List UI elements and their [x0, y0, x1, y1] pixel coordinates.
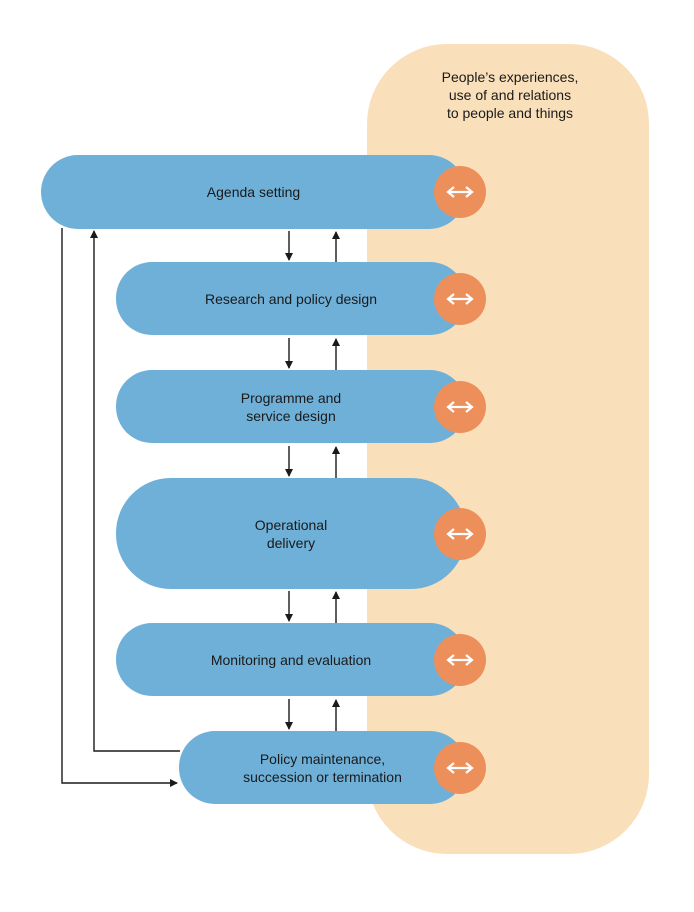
stage-monitoring-evaluation: Monitoring and evaluation: [116, 623, 466, 696]
stage-agenda-setting: Agenda setting: [41, 155, 466, 229]
double-headed-arrow-icon: [446, 762, 474, 774]
exchange-icon-programme-service-design: [434, 381, 486, 433]
exchange-icon-agenda-setting: [434, 166, 486, 218]
feedback-arrow-maintenance-to-agenda: [90, 230, 180, 752]
exchange-icon-operational-delivery: [434, 508, 486, 560]
stage-label-research-policy-design: Research and policy design: [205, 290, 377, 307]
double-headed-arrow-icon: [446, 401, 474, 413]
double-headed-arrow-icon: [446, 528, 474, 540]
stage-label-programme-service-design: Programme and service design: [240, 389, 342, 424]
stage-label-monitoring-evaluation: Monitoring and evaluation: [210, 651, 372, 668]
exchange-icon-monitoring-evaluation: [434, 634, 486, 686]
exchange-icon-policy-maintenance: [434, 742, 486, 794]
double-headed-arrow-icon: [446, 293, 474, 305]
stage-label-operational-delivery: Operational delivery: [254, 516, 328, 551]
exchange-icon-research-policy-design: [434, 273, 486, 325]
double-headed-arrow-icon: [446, 186, 474, 198]
stage-programme-service-design: Programme and service design: [116, 370, 466, 443]
loop-arrow-agenda-to-maintenance: [61, 228, 178, 787]
stage-label-agenda-setting: Agenda setting: [206, 184, 301, 200]
people-experiences-label: People’s experiences, use of and relatio…: [441, 69, 579, 121]
stage-policy-maintenance: Policy maintenance, succession or termin…: [179, 731, 466, 804]
stage-operational-delivery: Operational delivery: [116, 478, 466, 589]
stage-research-policy-design: Research and policy design: [116, 262, 466, 335]
stage-label-policy-maintenance: Policy maintenance, succession or termin…: [243, 750, 402, 785]
double-headed-arrow-icon: [446, 654, 474, 666]
